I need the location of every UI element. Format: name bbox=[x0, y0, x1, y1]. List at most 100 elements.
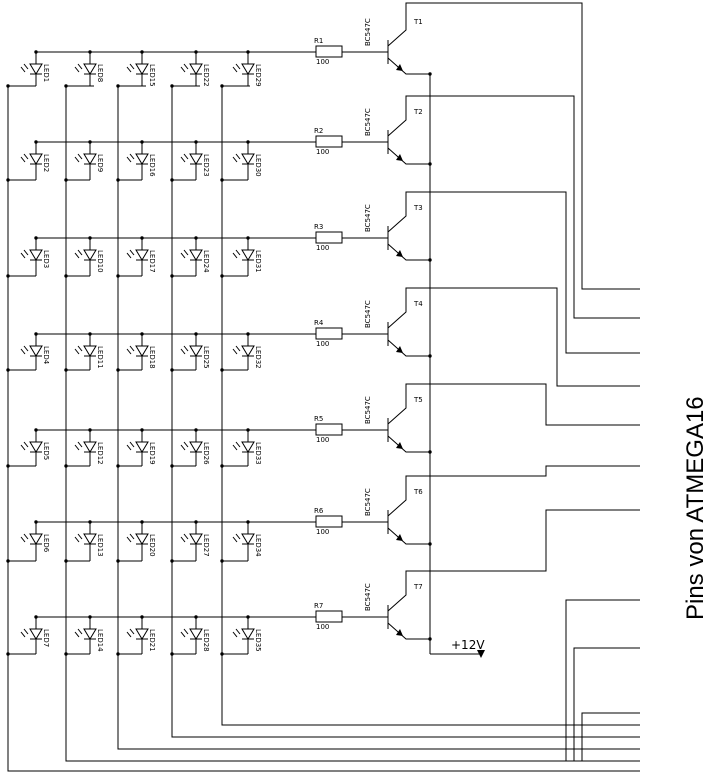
transistor-type: BC547C bbox=[364, 488, 372, 516]
led-light-arrow bbox=[126, 631, 132, 638]
column-bus-2 bbox=[65, 85, 640, 762]
led-label: LED8 bbox=[96, 64, 104, 82]
transistor-label: T5 bbox=[413, 396, 423, 404]
led-LED9-icon bbox=[83, 153, 97, 165]
led-LED15-icon bbox=[135, 63, 149, 75]
collector-to-pin-wire bbox=[405, 509, 640, 577]
led-LED32-icon bbox=[241, 345, 255, 357]
led-light-arrow bbox=[180, 252, 186, 259]
led-label: LED1 bbox=[42, 64, 50, 82]
resistor-label: R5 bbox=[314, 415, 323, 423]
led-LED14-icon bbox=[83, 628, 97, 640]
led-light-arrow bbox=[235, 153, 241, 160]
led-label: LED19 bbox=[148, 442, 156, 465]
led-light-arrow bbox=[235, 63, 241, 70]
transistor-type: BC547C bbox=[364, 300, 372, 328]
resistor-value: 100 bbox=[316, 623, 329, 631]
led-light-arrow bbox=[232, 536, 238, 543]
collector-to-pin-wire bbox=[405, 287, 640, 387]
emitter-arrow bbox=[396, 154, 403, 161]
led-LED16-icon bbox=[135, 153, 149, 165]
led-label: LED23 bbox=[202, 154, 210, 177]
emitter-arrow bbox=[396, 442, 403, 449]
led-LED35-icon bbox=[241, 628, 255, 640]
led-light-arrow bbox=[23, 628, 29, 635]
led-label: LED9 bbox=[96, 154, 104, 172]
led-light-arrow bbox=[183, 153, 189, 160]
led-light-arrow bbox=[235, 533, 241, 540]
led-light-arrow bbox=[232, 156, 238, 163]
resistor-value: 100 bbox=[316, 58, 329, 66]
led-label: LED15 bbox=[148, 64, 156, 87]
resistor-label: R3 bbox=[314, 223, 323, 231]
led-label: LED20 bbox=[148, 534, 156, 557]
led-label: LED24 bbox=[202, 250, 210, 273]
led-LED19-icon bbox=[135, 441, 149, 453]
led-label: LED28 bbox=[202, 629, 210, 652]
led-LED27-icon bbox=[189, 533, 203, 545]
led-LED6-icon bbox=[29, 533, 43, 545]
led-light-arrow bbox=[74, 66, 80, 73]
led-light-arrow bbox=[20, 536, 26, 543]
led-light-arrow bbox=[232, 444, 238, 451]
led-LED2-icon bbox=[29, 153, 43, 165]
led-LED22-icon bbox=[189, 63, 203, 75]
led-light-arrow bbox=[126, 536, 132, 543]
transistor-type: BC547C bbox=[364, 18, 372, 46]
resistor-value: 100 bbox=[316, 244, 329, 252]
led-light-arrow bbox=[74, 156, 80, 163]
led-light-arrow bbox=[23, 63, 29, 70]
transistor-label: T1 bbox=[413, 18, 423, 26]
led-label: LED2 bbox=[42, 154, 50, 172]
transistor-label: T7 bbox=[413, 583, 423, 591]
led-light-arrow bbox=[232, 252, 238, 259]
led-light-arrow bbox=[180, 66, 186, 73]
resistor-5 bbox=[315, 423, 343, 436]
led-label: LED25 bbox=[202, 346, 210, 369]
led-light-arrow bbox=[183, 249, 189, 256]
led-light-arrow bbox=[20, 66, 26, 73]
column-bus-1 bbox=[7, 85, 640, 772]
transistor-collector bbox=[387, 482, 407, 517]
emitter-arrow bbox=[396, 534, 403, 541]
led-light-arrow bbox=[20, 252, 26, 259]
led-light-arrow bbox=[77, 249, 83, 256]
emitter-arrow bbox=[396, 346, 403, 353]
led-LED5-icon bbox=[29, 441, 43, 453]
transistor-collector bbox=[387, 198, 407, 233]
led-light-arrow bbox=[77, 628, 83, 635]
transistor-emitter bbox=[387, 57, 430, 75]
led-light-arrow bbox=[74, 444, 80, 451]
led-light-arrow bbox=[74, 631, 80, 638]
led-light-arrow bbox=[183, 533, 189, 540]
led-label: LED32 bbox=[254, 346, 262, 369]
supply-arrow-icon bbox=[477, 650, 485, 658]
collector-to-pin-wire bbox=[405, 95, 640, 319]
led-light-arrow bbox=[129, 345, 135, 352]
led-light-arrow bbox=[77, 345, 83, 352]
led-LED20-icon bbox=[135, 533, 149, 545]
led-light-arrow bbox=[126, 156, 132, 163]
led-LED21-icon bbox=[135, 628, 149, 640]
led-light-arrow bbox=[232, 66, 238, 73]
led-label: LED27 bbox=[202, 534, 210, 557]
led-label: LED3 bbox=[42, 250, 50, 268]
transistor-type: BC547C bbox=[364, 396, 372, 424]
led-light-arrow bbox=[126, 444, 132, 451]
led-light-arrow bbox=[180, 444, 186, 451]
led-light-arrow bbox=[180, 536, 186, 543]
led-LED4-icon bbox=[29, 345, 43, 357]
led-light-arrow bbox=[183, 628, 189, 635]
led-light-arrow bbox=[129, 628, 135, 635]
led-LED7-icon bbox=[29, 628, 43, 640]
led-light-arrow bbox=[77, 533, 83, 540]
led-light-arrow bbox=[74, 252, 80, 259]
collector-to-pin-wire bbox=[405, 2, 640, 290]
led-LED18-icon bbox=[135, 345, 149, 357]
led-light-arrow bbox=[23, 153, 29, 160]
resistor-label: R7 bbox=[314, 602, 323, 610]
led-light-arrow bbox=[20, 156, 26, 163]
resistor-label: R6 bbox=[314, 507, 324, 515]
column-bus-3 bbox=[117, 85, 640, 750]
led-LED8-icon bbox=[83, 63, 97, 75]
